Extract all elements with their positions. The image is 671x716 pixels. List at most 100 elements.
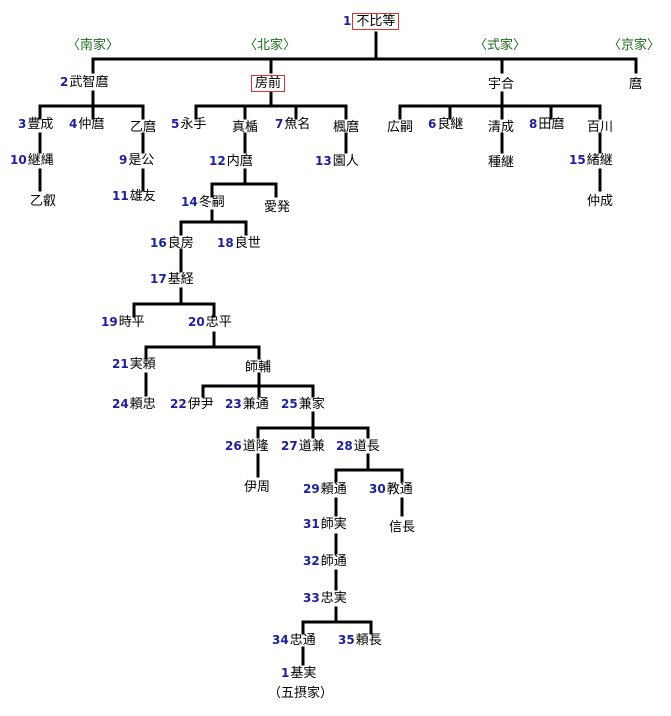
person-name: 魚名	[284, 117, 311, 132]
regent-number: 2	[60, 75, 69, 89]
person-node-motozane: 1基実	[281, 665, 316, 682]
regent-number: 25	[281, 397, 298, 411]
person-node-uchimaro: 12内麿	[209, 153, 253, 170]
regent-number: 10	[10, 153, 27, 167]
regent-number: 13	[315, 154, 332, 168]
person-name: 冬嗣	[198, 195, 225, 210]
regent-number: 23	[225, 397, 242, 411]
person-name: 継縄	[27, 153, 54, 168]
person-name: 麿	[629, 77, 643, 92]
regent-number: 6	[428, 117, 437, 131]
regent-number: 29	[303, 482, 320, 496]
person-node-maro: 麿	[628, 76, 642, 93]
regent-number: 21	[112, 357, 129, 371]
house-label-shikike: 〈式家〉	[474, 38, 527, 53]
regent-number: 19	[101, 315, 118, 329]
person-node-tsugutada: 10継縄	[10, 152, 54, 169]
person-node-yoshitsugu: 6良継	[428, 116, 463, 133]
person-name: 伊尹	[187, 397, 214, 412]
person-node-kaneie: 25兼家	[281, 396, 325, 413]
person-name: 仲麿	[78, 117, 105, 132]
person-name: 教通	[386, 482, 413, 497]
person-name: 伊周	[244, 480, 271, 495]
person-node-otomaro: 乙麿	[129, 119, 156, 136]
person-name: 忠平	[205, 315, 232, 330]
regent-number: 32	[303, 554, 320, 568]
regent-number: 31	[303, 517, 320, 531]
person-node-nobunaga: 信長	[388, 519, 415, 536]
person-name: 宇合	[488, 77, 515, 92]
person-node-kaedemaro: 楓麿	[332, 119, 359, 136]
house-label-kyoke: 〈京家〉	[608, 38, 661, 53]
person-node-yoritada: 24頼忠	[112, 396, 156, 413]
person-node-toyonari: 3豊成	[18, 116, 53, 133]
regent-number: 33	[303, 591, 320, 605]
person-name: 種継	[488, 155, 515, 170]
person-name: 道兼	[298, 439, 325, 454]
person-node-mototsune: 17基経	[150, 271, 194, 288]
person-node-michitaka: 26道隆	[225, 438, 269, 455]
regent-number: 3	[18, 117, 27, 131]
person-name: 雄友	[129, 189, 156, 204]
person-node-saneyori: 21実頼	[112, 356, 156, 373]
person-name: 仲成	[587, 194, 614, 209]
person-node-tanetsugu: 種継	[487, 154, 514, 171]
person-name: 時平	[118, 315, 145, 330]
person-node-umakai: 宇合	[487, 76, 514, 93]
person-name: 信長	[389, 520, 416, 535]
person-name: 武智麿	[69, 75, 109, 90]
person-name: 清成	[488, 120, 515, 135]
person-node-michikane: 27道兼	[281, 438, 325, 455]
person-name: 忠通	[289, 633, 316, 648]
regent-number: 27	[281, 439, 298, 453]
regent-number: 9	[119, 153, 128, 167]
person-name: 豊成	[27, 117, 54, 132]
person-name: 房前	[251, 75, 286, 92]
person-name: 不比等	[352, 13, 400, 30]
person-name: 百川	[587, 120, 614, 135]
person-node-matate: 真楯	[231, 119, 258, 136]
regent-number: 7	[275, 117, 284, 131]
person-name: 師通	[320, 554, 347, 569]
person-node-otsugu: 15緒継	[569, 152, 613, 169]
person-name: 忠実	[320, 591, 347, 606]
person-name: 基実	[290, 666, 317, 681]
person-name: 楓麿	[333, 120, 360, 135]
person-node-fuyutsugu: 14冬嗣	[181, 194, 225, 211]
person-name: 兼家	[298, 397, 325, 412]
regent-number: 1	[343, 14, 352, 28]
regent-number: 28	[336, 439, 353, 453]
person-node-yoshifusa: 16良房	[150, 235, 194, 252]
person-node-nakamaro: 4仲麿	[69, 116, 104, 133]
person-name: 兼通	[242, 397, 269, 412]
person-node-nakanari: 仲成	[586, 193, 613, 210]
person-name: 緒継	[586, 153, 613, 168]
person-node-otomo: 11雄友	[112, 188, 156, 205]
person-node-nagate: 5永手	[171, 116, 206, 133]
person-node-tamaro: 8田麿	[529, 116, 564, 133]
person-node-sonohito: 13園人	[315, 153, 359, 170]
person-node-yorinaga: 35頼長	[338, 632, 382, 649]
person-name: 真楯	[232, 120, 259, 135]
regent-number: 14	[181, 195, 198, 209]
person-node-momokawa: 百川	[586, 119, 613, 136]
person-name: 実頼	[129, 357, 156, 372]
regent-number: 12	[209, 154, 226, 168]
regent-number: 34	[272, 633, 289, 647]
regent-number: 18	[217, 236, 234, 250]
person-node-koretada: 22伊尹	[170, 396, 214, 413]
person-name: 是公	[128, 153, 155, 168]
person-node-michinaga: 28道長	[336, 438, 380, 455]
person-name: 広嗣	[387, 120, 414, 135]
regent-number: 35	[338, 633, 355, 647]
regent-number: 1	[281, 666, 290, 680]
person-name: 良房	[167, 236, 194, 251]
person-node-muchimaro: 2武智麿	[60, 74, 108, 91]
person-name: 園人	[332, 154, 359, 169]
person-name: 乙叡	[30, 194, 57, 209]
person-name: 乙麿	[130, 120, 157, 135]
person-node-tokihira: 19時平	[101, 314, 145, 331]
person-name: 基経	[167, 272, 194, 287]
person-node-korechika: 伊周	[243, 479, 270, 496]
